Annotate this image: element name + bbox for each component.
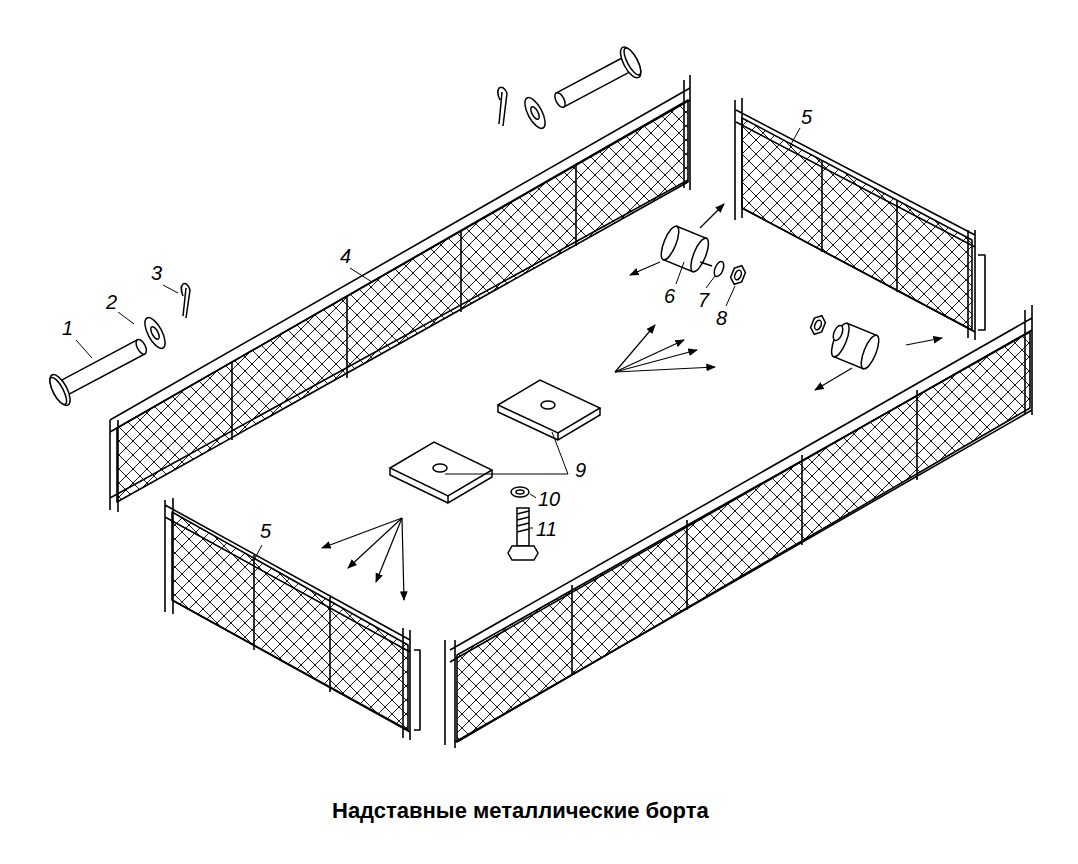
callout-number: 4 (338, 246, 353, 266)
callout-number: 10 (536, 489, 562, 509)
callout-number: 5 (258, 521, 273, 541)
callout-number: 6 (662, 286, 677, 306)
callout-number: 9 (573, 460, 588, 480)
caption: Надставные металлические борта (332, 798, 709, 824)
callout-number: 7 (696, 290, 711, 310)
callout-number: 5 (799, 107, 814, 127)
mesh-rail (117, 100, 688, 502)
callout-number: 1 (60, 318, 75, 338)
callout-number: 8 (714, 308, 729, 328)
callout-number: 11 (534, 519, 559, 539)
callout-number: 2 (104, 292, 119, 312)
callout-number: 3 (149, 263, 164, 283)
